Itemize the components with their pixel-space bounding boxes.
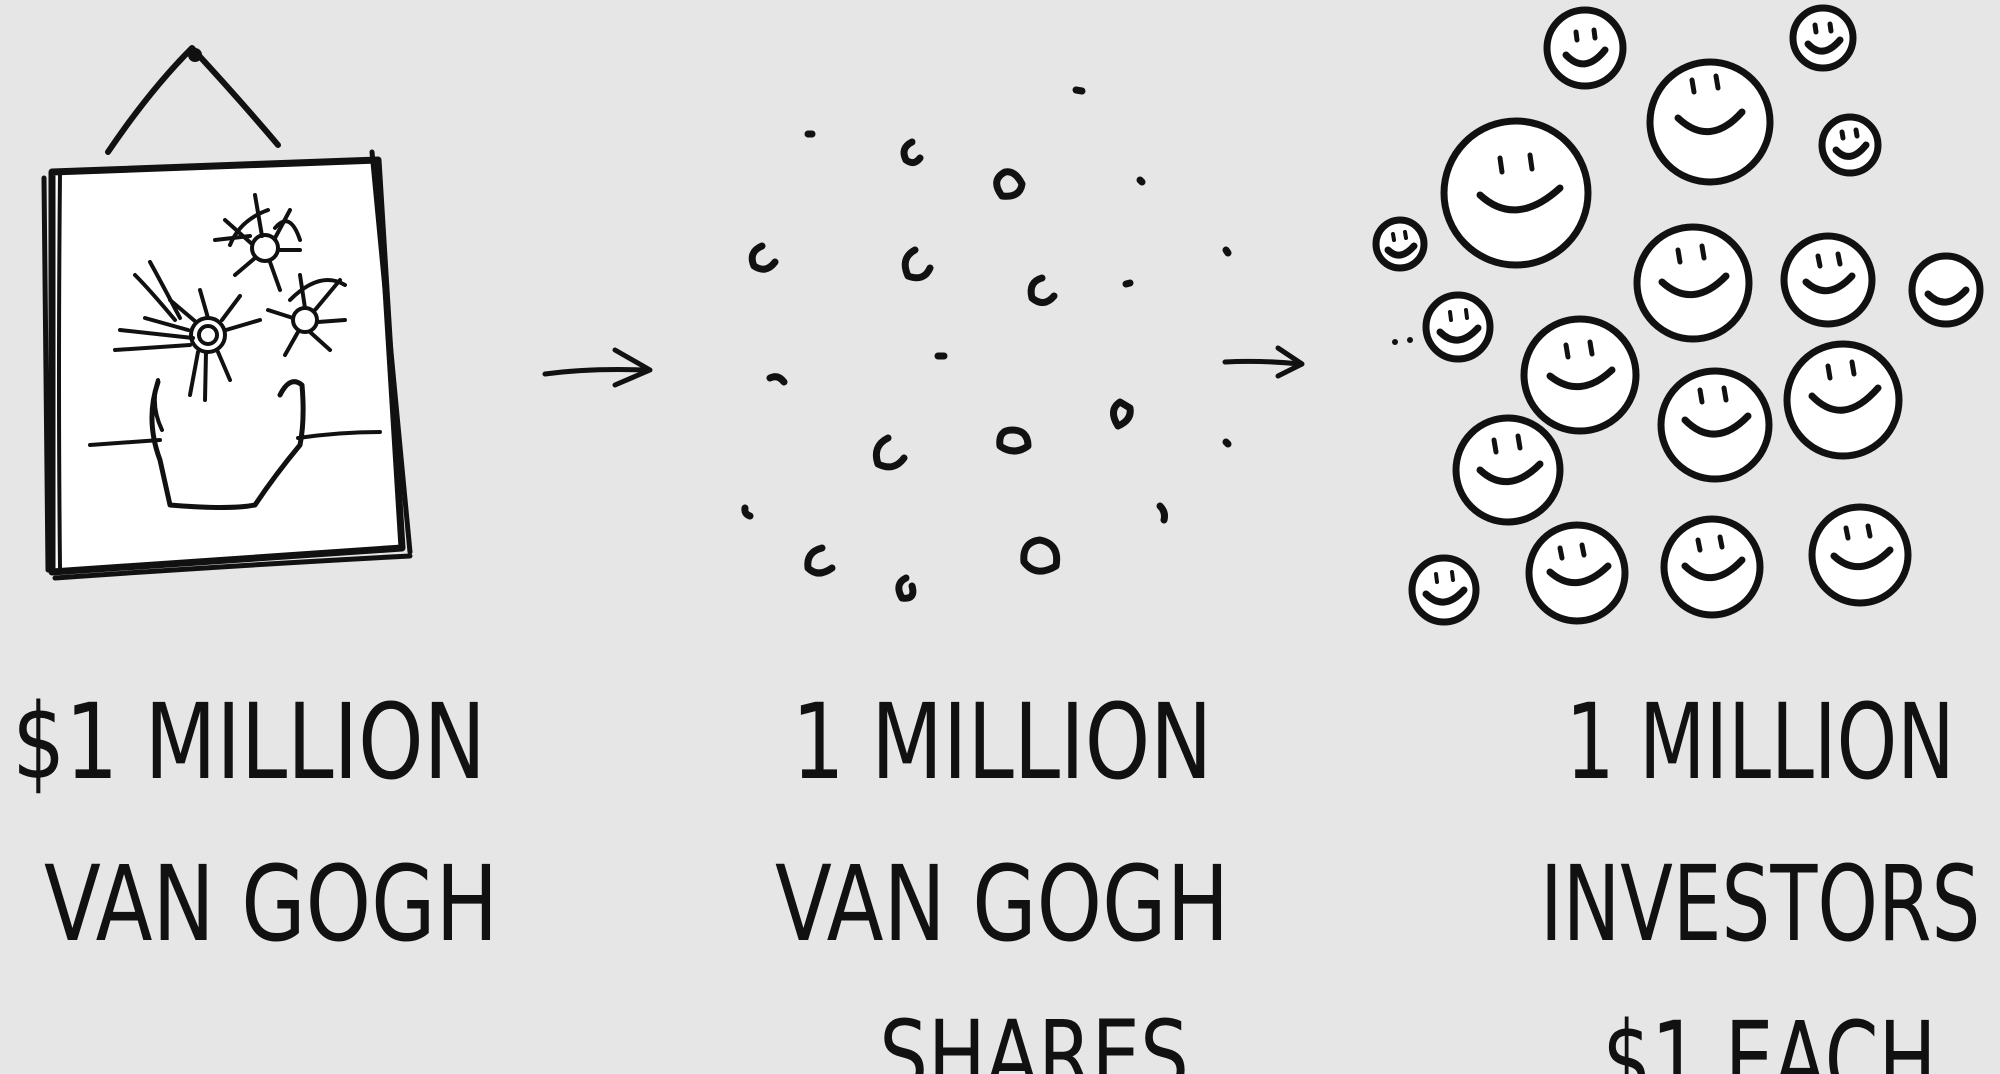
frame-bottom-edge xyxy=(52,553,413,581)
share-fragment-icon xyxy=(895,574,917,602)
caption-painting-value: $1 MILLION xyxy=(12,681,486,803)
caption-painting-subject: VAN GOGH xyxy=(44,843,499,965)
caption-investors-count: 1 MILLION xyxy=(1565,681,1955,803)
dot xyxy=(1407,337,1413,343)
share-fragment-icon xyxy=(804,544,836,577)
share-fragment-icon xyxy=(872,434,908,471)
smiley-face-icon xyxy=(1422,291,1494,363)
frame-right-edge xyxy=(369,149,413,555)
smiley-face-icon xyxy=(1408,554,1480,626)
smiley-face-icon xyxy=(1908,252,1984,328)
caption-shares-subject: VAN GOGH xyxy=(775,843,1230,965)
smiley-face-icon xyxy=(1657,367,1773,483)
caption-investors-subject: INVESTORS xyxy=(1540,843,1981,965)
smiley-face-icon xyxy=(1525,521,1629,625)
caption-shares-unit: SHARES xyxy=(879,1000,1189,1074)
share-fragment-icon xyxy=(1222,246,1232,257)
painting-icon xyxy=(41,45,413,581)
share-fragment-icon xyxy=(1156,502,1168,524)
caption-shares: 1 MILLION VAN GOGH SHARES xyxy=(775,690,1229,1074)
shares-cluster xyxy=(741,86,1232,602)
vase xyxy=(149,379,306,510)
smiley-face-icon xyxy=(1818,113,1882,177)
hanging-wire xyxy=(105,45,281,155)
vase-left xyxy=(152,378,164,432)
share-fragment-icon xyxy=(741,504,754,520)
frame-inner-edge xyxy=(57,170,62,570)
share-fragment-icon xyxy=(1136,176,1146,186)
share-fragment-icon xyxy=(1027,274,1058,306)
caption-shares-count: 1 MILLION xyxy=(791,681,1213,803)
smiley-face-icon xyxy=(1372,216,1428,272)
smiley-face-icon xyxy=(1543,6,1627,90)
arrow-right-icon xyxy=(1222,345,1305,379)
smiley-face-icon xyxy=(1780,232,1876,328)
sunflowers xyxy=(113,193,347,402)
frame-left-edge xyxy=(41,175,51,573)
caption-investors-amount: $1 EACH xyxy=(1602,999,1937,1074)
share-fragment-icon xyxy=(996,426,1032,455)
share-fragment-icon xyxy=(901,246,934,282)
share-fragment-icon xyxy=(1020,536,1061,575)
share-fragment-icon xyxy=(1072,86,1086,95)
smiley-face-icon xyxy=(1440,117,1592,269)
share-fragment-icon xyxy=(1110,398,1134,430)
smiley-face-icon xyxy=(1783,340,1903,460)
arrow-right-icon xyxy=(542,347,653,388)
smiley-face-icon xyxy=(1452,414,1564,526)
smiley-face-icon xyxy=(1660,515,1764,619)
share-fragment-icon xyxy=(900,138,924,167)
wall-nail xyxy=(188,48,202,62)
share-fragment-icon xyxy=(1122,279,1134,288)
smiley-face-icon xyxy=(1646,58,1774,186)
share-fragment-icon xyxy=(748,242,779,273)
smiley-face-icon xyxy=(1520,315,1640,435)
smiley-face-icon xyxy=(1808,503,1912,607)
caption-investors: 1 MILLION INVESTORS $1 EACH xyxy=(1540,690,1980,1074)
dot xyxy=(1392,339,1398,345)
caption-painting: $1 MILLION VAN GOGH xyxy=(0,690,498,956)
share-fragment-icon xyxy=(1222,438,1232,448)
share-fragment-icon xyxy=(766,373,788,386)
share-fragment-icon xyxy=(993,168,1026,200)
investors-cluster xyxy=(1372,4,1984,626)
picture-frame xyxy=(48,156,406,576)
smiley-face-icon xyxy=(1789,4,1857,72)
smiley-face-icon xyxy=(1633,223,1753,343)
